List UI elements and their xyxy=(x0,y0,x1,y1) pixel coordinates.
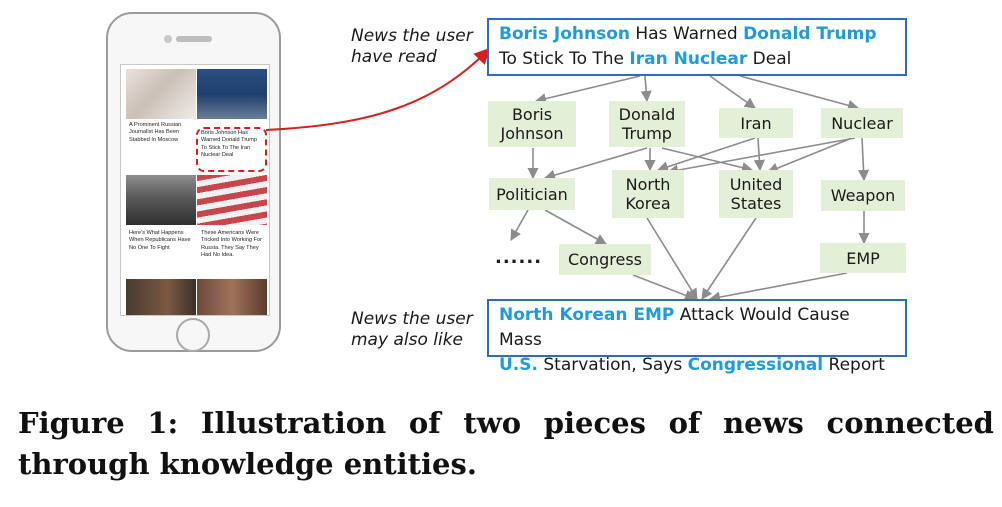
camera-icon xyxy=(164,35,172,43)
caption-line2: through knowledge entities. xyxy=(18,447,477,481)
edge xyxy=(656,137,756,173)
entity-highlight: Boris Johnson xyxy=(499,24,630,44)
news-like-box: North Korean EMP Attack Would Cause Mass… xyxy=(487,299,907,375)
entity-north-korea: North Korea xyxy=(612,170,684,218)
news-text: Starvation, Says xyxy=(537,355,688,375)
edge xyxy=(709,75,756,109)
caption-line1: Figure 1: Illustration of two pieces of … xyxy=(18,403,994,444)
news-read-box: Boris Johnson Has Warned Donald Trump To… xyxy=(487,18,907,76)
edge xyxy=(510,209,529,241)
red-link-arrow xyxy=(265,47,491,131)
highlight-ring xyxy=(196,127,267,172)
edge xyxy=(661,147,754,174)
speaker-grille xyxy=(176,36,212,42)
caption-word: 1: xyxy=(147,406,179,440)
entity-donald-trump: Donald Trump xyxy=(609,101,685,147)
caption-word: two xyxy=(463,406,522,440)
label-read: News the user have read xyxy=(351,26,473,67)
caption-word: of xyxy=(668,406,701,440)
entity-highlight: Congressional xyxy=(687,355,824,375)
edge xyxy=(534,75,641,105)
entity-emp: EMP xyxy=(820,243,906,273)
news-card-text[interactable]: Here's What Happens When Republicans Hav… xyxy=(129,230,191,251)
entity-highlight: Iran Nuclear xyxy=(629,49,748,69)
entity-boris-johnson: Boris Johnson xyxy=(488,101,576,147)
news-thumbnail-boris xyxy=(197,69,267,119)
caption-word: news xyxy=(723,406,804,440)
news-text: Attack Would Cause Mass xyxy=(499,305,850,350)
entity-weapon: Weapon xyxy=(821,180,905,211)
news-thumbnail-children xyxy=(197,279,267,315)
entity-iran: Iran xyxy=(719,108,793,138)
news-thumbnail-journalist xyxy=(126,69,196,119)
edge xyxy=(753,137,765,172)
news-thumbnail-flag xyxy=(197,175,267,225)
entity-highlight: U.S. xyxy=(499,355,538,375)
news-text: Has Warned xyxy=(630,24,744,44)
news-card-text[interactable]: Boris Johnson Has Warned Donald Trump To… xyxy=(201,130,258,159)
edge xyxy=(857,137,870,182)
figure-caption: Figure 1: Illustration of two pieces of … xyxy=(18,403,994,485)
edge xyxy=(766,137,853,174)
edge xyxy=(646,217,698,300)
news-text: To Stick To The xyxy=(499,49,630,69)
phone-mockup: A Prominent Russian Journalist Has Been … xyxy=(106,12,281,352)
entity-united-states: United States xyxy=(719,170,793,218)
news-read-line1: Boris Johnson Has Warned Donald Trump xyxy=(499,22,895,47)
edge xyxy=(701,217,757,300)
news-thumbnail-person xyxy=(126,279,196,315)
news-card-text[interactable]: These Americans Were Tricked Into Workin… xyxy=(201,230,262,259)
label-may-like: News the user may also like xyxy=(351,309,473,350)
news-text: Report xyxy=(823,355,885,375)
edge xyxy=(708,272,848,303)
caption-word: pieces xyxy=(543,406,646,440)
caption-word: Figure xyxy=(18,406,125,440)
entity-congress: Congress xyxy=(559,244,651,275)
home-button xyxy=(176,318,210,352)
entity-nuclear: Nuclear xyxy=(821,108,903,138)
ellipsis-more: ...... xyxy=(495,247,543,268)
edge xyxy=(544,209,607,245)
news-like-line1: North Korean EMP Attack Would Cause Mass xyxy=(499,303,895,353)
entity-highlight: Donald Trump xyxy=(743,24,877,44)
edge xyxy=(543,147,648,181)
edge xyxy=(632,274,697,301)
news-text: Deal xyxy=(747,49,792,69)
caption-word: of xyxy=(408,406,441,440)
news-like-line2: U.S. Starvation, Says Congressional Repo… xyxy=(499,353,895,378)
news-thumbnail-sign xyxy=(126,175,196,225)
edge xyxy=(739,75,860,111)
edge xyxy=(666,137,856,176)
phone-screen: A Prominent Russian Journalist Has Been … xyxy=(120,64,270,316)
caption-word: connected xyxy=(826,406,994,440)
edge xyxy=(640,75,652,103)
news-read-line2: To Stick To The Iran Nuclear Deal xyxy=(499,47,895,72)
entity-politician: Politician xyxy=(489,178,575,210)
news-card-text[interactable]: A Prominent Russian Journalist Has Been … xyxy=(129,122,182,143)
entity-highlight: North Korean EMP xyxy=(499,305,675,325)
caption-word: Illustration xyxy=(200,406,387,440)
